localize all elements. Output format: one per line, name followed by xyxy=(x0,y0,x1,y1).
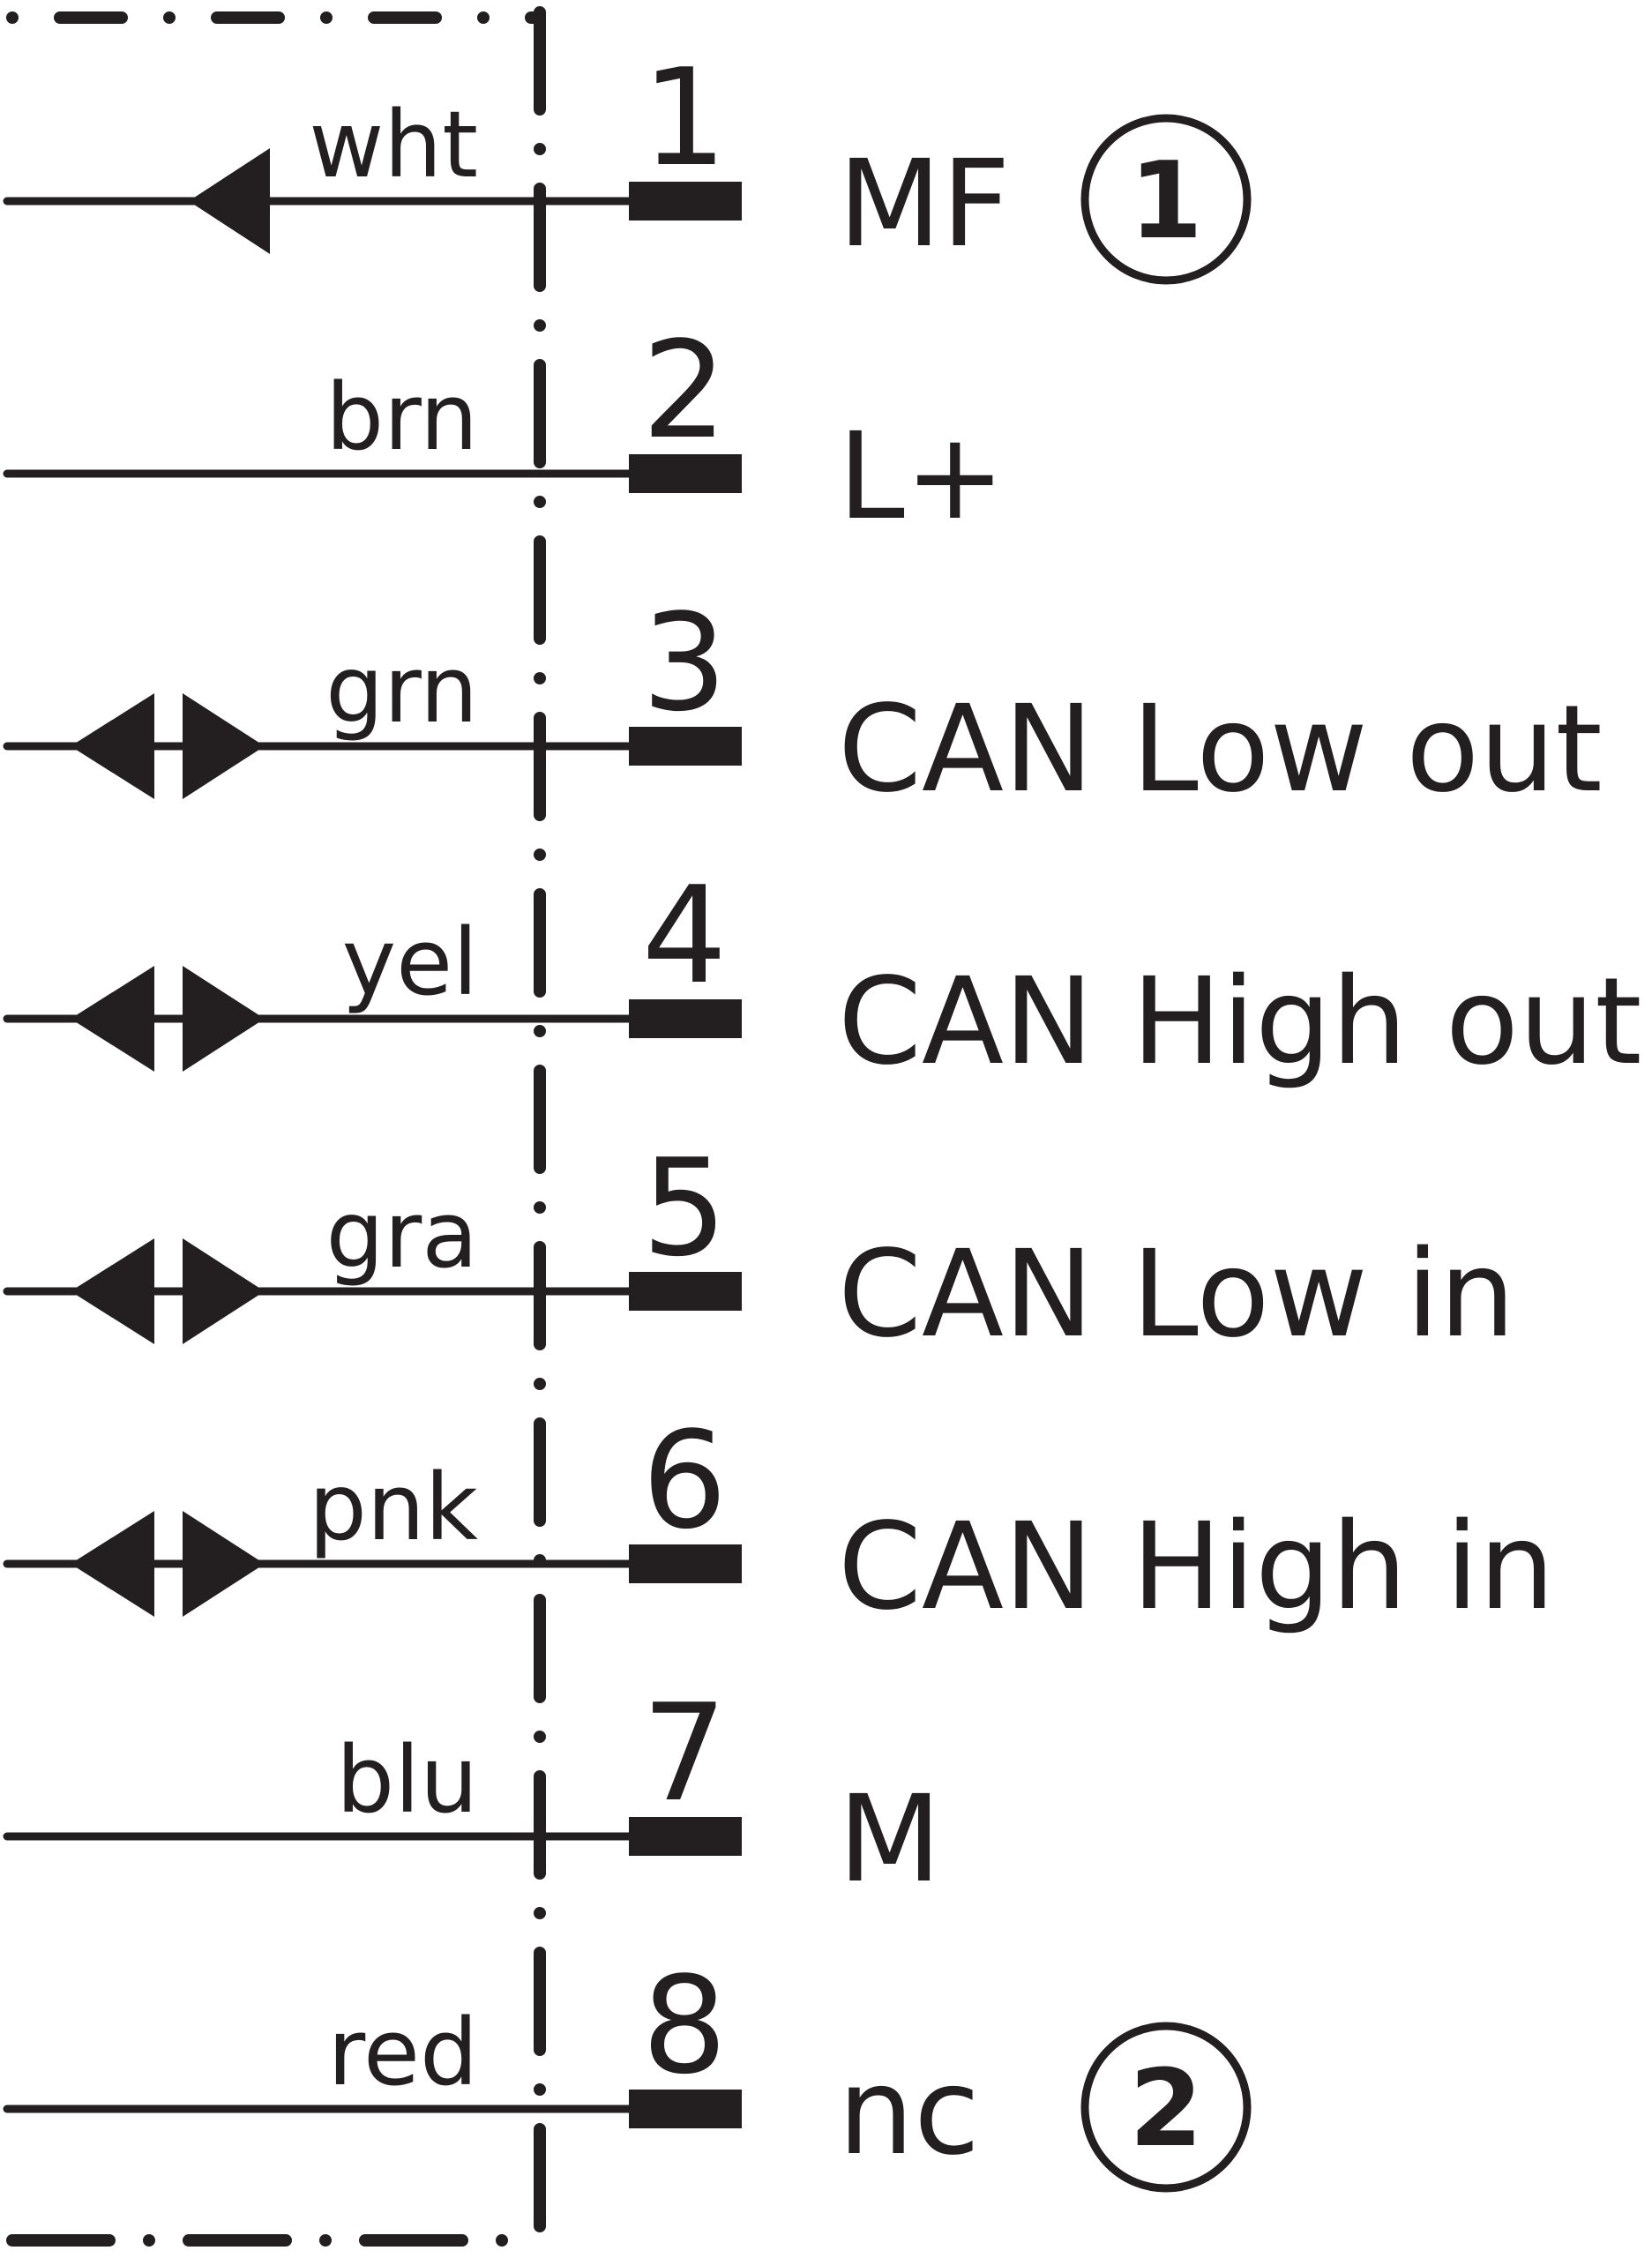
pin-contact xyxy=(629,182,742,221)
wire-color-label: blu xyxy=(336,1726,478,1834)
pin-number: 2 xyxy=(642,312,728,468)
pin-number: 7 xyxy=(642,1675,728,1831)
pin-contact xyxy=(629,1544,742,1583)
signal-name: L+ xyxy=(838,407,1005,547)
wire-color-label: grn xyxy=(325,636,478,744)
footnote-circle xyxy=(1080,114,1252,285)
pin-contact xyxy=(629,727,742,766)
arrow-left xyxy=(71,693,154,799)
housing-outline xyxy=(6,6,546,2247)
wire-color-label: gra xyxy=(325,1181,478,1289)
pin-contact xyxy=(629,454,742,493)
footnote-number: 2 xyxy=(1129,2048,1203,2171)
wire-color-label: red xyxy=(328,1999,478,2106)
footnote-number: 1 xyxy=(1129,140,1203,263)
arrow-right xyxy=(183,966,265,1072)
pin-number: 8 xyxy=(642,1948,728,2104)
signal-name: MF xyxy=(838,135,1011,274)
wire-color-label: yel xyxy=(342,908,478,1016)
pin-row-7: blu 7M xyxy=(3,1675,941,1910)
pin-number: 4 xyxy=(642,857,728,1013)
signal-name: CAN High in xyxy=(838,1498,1555,1637)
pin-contact xyxy=(629,1272,742,1311)
arrow-right xyxy=(183,1511,265,1617)
pin-contact xyxy=(629,2090,742,2128)
pin-contact xyxy=(629,999,742,1038)
input-arrow xyxy=(189,148,270,254)
pin-number: 1 xyxy=(642,40,728,196)
pin-row-2: brn 2L+ xyxy=(3,312,1005,547)
signal-name: CAN Low in xyxy=(838,1225,1515,1365)
arrow-right xyxy=(183,693,265,799)
signal-name: CAN High out xyxy=(838,953,1642,1092)
pin-number: 5 xyxy=(642,1130,728,1286)
arrow-left xyxy=(71,1238,154,1344)
wire-color-label: brn xyxy=(325,363,478,471)
wire-color-label: pnk xyxy=(309,1454,478,1561)
signal-name: nc xyxy=(838,2043,980,2182)
pin-row-8: red 8 nc 2 xyxy=(3,1948,1252,2193)
pin-contact xyxy=(629,1817,742,1856)
arrow-right xyxy=(183,1238,265,1344)
pin-number: 6 xyxy=(642,1402,728,1559)
wire-color-label: wht xyxy=(309,91,478,198)
arrow-left xyxy=(71,1511,154,1617)
arrow-left xyxy=(71,966,154,1072)
signal-name: CAN Low out xyxy=(838,680,1603,819)
footnote-circle xyxy=(1080,2022,1252,2193)
pin-number: 3 xyxy=(642,585,728,741)
signal-name: M xyxy=(838,1770,941,1910)
